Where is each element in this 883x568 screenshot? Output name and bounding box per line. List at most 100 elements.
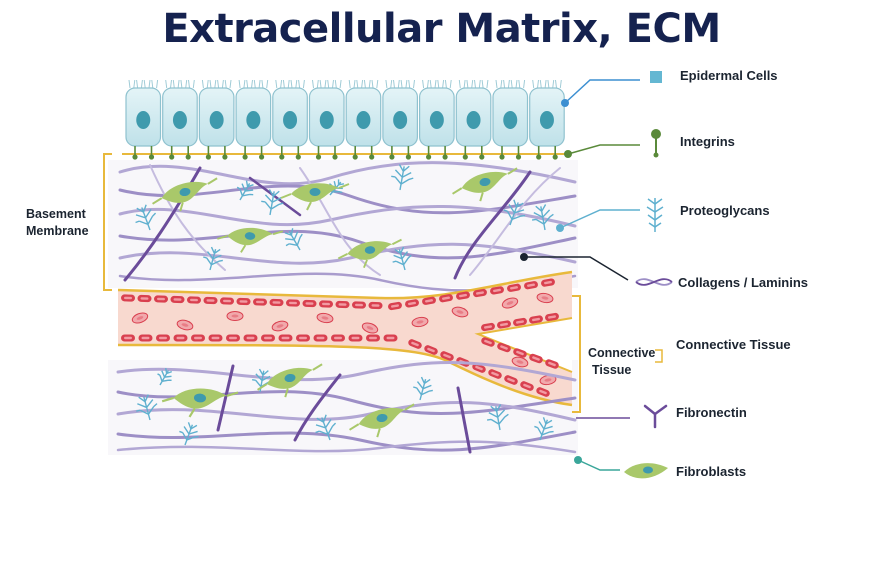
red-blood-cell — [501, 297, 519, 309]
red-blood-cell — [286, 299, 300, 307]
epidermal-cell — [235, 79, 272, 147]
connective-tissue-inner-label: Connective Tissue — [588, 346, 656, 377]
basement-membrane-label: Basement Membrane — [26, 207, 89, 238]
red-blood-cell — [271, 320, 289, 332]
red-blood-cell — [131, 312, 149, 324]
proteoglycan — [261, 189, 284, 216]
red-blood-cell — [424, 345, 438, 355]
red-blood-cell — [524, 281, 538, 290]
proteoglycan — [531, 204, 554, 231]
red-blood-cell — [513, 317, 527, 327]
epidermal-cell — [529, 79, 565, 147]
red-blood-cell — [383, 334, 398, 342]
red-blood-cell — [226, 334, 240, 342]
red-blood-cell — [481, 337, 495, 347]
fibroblast — [280, 183, 350, 211]
red-blood-cell — [481, 322, 495, 332]
red-blood-cell — [243, 334, 258, 342]
red-blood-cell — [236, 297, 251, 306]
fibroblasts-lower — [161, 363, 415, 438]
red-blood-cell — [226, 311, 244, 321]
fibroblast — [217, 227, 284, 253]
red-blood-cell — [208, 334, 223, 342]
epidermal-cell — [455, 79, 492, 147]
fibronectin-icon — [643, 404, 668, 429]
red-blood-cell — [331, 334, 345, 342]
legend-connective-tissue: Connective Tissue — [676, 337, 791, 352]
red-blood-cell — [536, 387, 550, 397]
red-blood-cell — [456, 291, 470, 300]
square-icon — [650, 71, 662, 83]
epidermal-cell — [492, 79, 529, 147]
proteoglycan — [534, 417, 554, 441]
red-blood-cell — [411, 316, 429, 328]
proteoglycan — [486, 404, 509, 431]
red-blood-cell — [451, 306, 469, 318]
red-blood-cell — [138, 334, 153, 342]
red-blood-cell — [490, 286, 504, 295]
collagen-fiber-icon — [635, 278, 673, 286]
red-blood-cell — [440, 351, 454, 361]
red-blood-cell — [504, 375, 518, 385]
red-blood-cell — [408, 339, 422, 349]
red-blood-cell — [319, 300, 333, 308]
fibroblast — [161, 388, 239, 418]
red-blood-cell — [507, 283, 521, 292]
basement-membrane-bracket — [103, 153, 112, 291]
red-blood-cell — [488, 369, 502, 379]
page-title: Extracellular Matrix, ECM — [162, 6, 721, 52]
epidermal-cell — [162, 79, 198, 147]
red-blood-cell — [545, 312, 559, 322]
red-blood-cell — [156, 334, 170, 342]
epidermal-cell-layer — [125, 79, 565, 147]
fibroblasts-upper — [152, 167, 518, 269]
red-blood-cell — [269, 298, 284, 307]
epidermal-cell — [419, 79, 455, 147]
red-blood-cell — [137, 294, 152, 303]
red-blood-cell — [316, 312, 334, 324]
epidermal-cell — [198, 79, 235, 147]
red-blood-cell — [361, 322, 379, 334]
proteoglycan — [391, 164, 414, 191]
integrin-row — [132, 146, 558, 160]
fibroblast — [152, 177, 218, 212]
red-blood-cell — [536, 292, 554, 304]
proteoglycan — [413, 376, 433, 401]
red-blood-cell — [278, 334, 293, 342]
epidermal-cell — [382, 79, 418, 147]
red-blood-cell — [439, 294, 453, 303]
red-blood-cell — [473, 288, 487, 298]
red-blood-cell — [513, 348, 527, 358]
red-blood-cell — [173, 334, 188, 342]
fibroblast — [257, 363, 323, 398]
red-blood-cell — [220, 297, 234, 305]
red-blood-cell — [545, 359, 559, 369]
red-blood-cell — [520, 381, 534, 391]
proteoglycan — [157, 367, 173, 386]
red-blood-cell — [529, 315, 543, 324]
connective-tissue-bracket — [572, 295, 581, 413]
fibroblast — [337, 238, 402, 269]
proteoglycans-lower — [136, 367, 554, 446]
legend-integrins: Integrins — [680, 134, 735, 149]
red-blood-cell — [541, 278, 555, 287]
fibroblast-icon — [624, 463, 668, 479]
red-blood-cell — [405, 299, 419, 308]
epidermal-cell — [272, 79, 308, 147]
integrin-icon — [651, 129, 661, 158]
red-blood-cell — [302, 299, 317, 308]
proteoglycan — [503, 199, 526, 226]
leader-lines — [520, 79, 663, 471]
proteoglycan — [136, 394, 158, 421]
proteoglycan — [179, 422, 199, 446]
red-blood-cell — [296, 334, 310, 342]
red-blood-cell — [368, 301, 383, 310]
basement-matrix-area — [108, 160, 578, 288]
red-blood-cell — [422, 296, 436, 305]
epidermal-cell — [345, 79, 382, 147]
proteoglycans-upper — [135, 164, 554, 271]
red-blood-cell — [529, 353, 543, 364]
fibroblast — [349, 403, 415, 438]
legend-proteoglycans: Proteoglycans — [680, 203, 770, 218]
red-blood-cell — [253, 298, 267, 306]
